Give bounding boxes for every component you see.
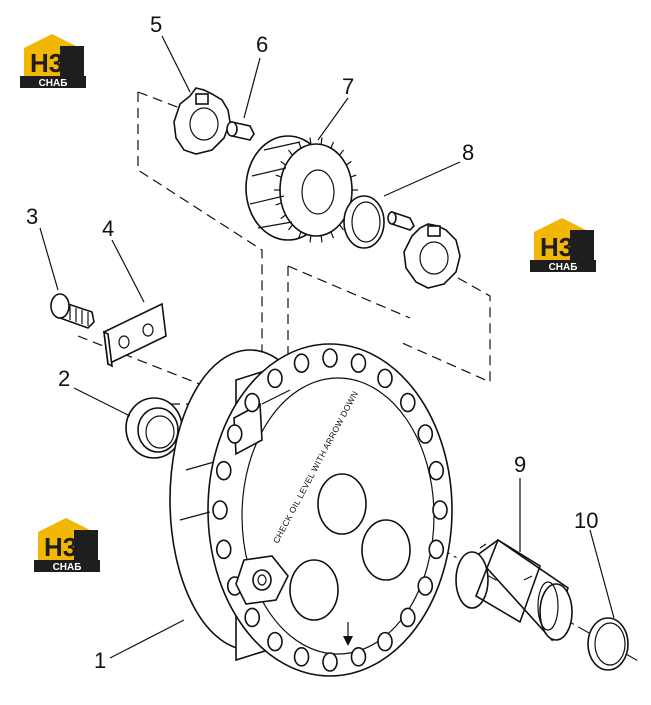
gear-tooth bbox=[288, 224, 293, 231]
gear-tooth bbox=[280, 214, 287, 220]
bolt-hole bbox=[215, 460, 232, 481]
gear-tooth bbox=[275, 202, 282, 206]
bolt-hole bbox=[350, 353, 367, 373]
gear-tooth bbox=[330, 141, 335, 149]
part-8-thrust-ring bbox=[343, 195, 385, 249]
callout-3: 3 bbox=[26, 204, 38, 229]
bolt-hole bbox=[350, 647, 367, 667]
bolt-hole bbox=[428, 460, 445, 481]
bolt-hole bbox=[267, 631, 283, 652]
gear-tooth bbox=[280, 160, 287, 166]
gear-tooth bbox=[330, 231, 335, 239]
gear-tooth bbox=[297, 141, 302, 149]
logo-watermark-right: H3 СНАБ bbox=[530, 218, 596, 273]
callout-5: 5 bbox=[150, 12, 162, 37]
part-1-hub-housing bbox=[169, 343, 453, 677]
bolt-hole bbox=[215, 539, 232, 560]
gear-tooth bbox=[297, 231, 302, 239]
bolt-hole bbox=[244, 607, 261, 628]
bolt-hole bbox=[322, 348, 338, 368]
bolt-hole bbox=[417, 424, 434, 444]
part-6-pin bbox=[226, 121, 255, 141]
logo-text: СНАБ bbox=[39, 78, 68, 89]
part-3-bolt bbox=[50, 293, 95, 329]
gear-tooth bbox=[309, 235, 312, 243]
bolt-hole bbox=[244, 392, 261, 413]
gear-tooth bbox=[320, 137, 323, 145]
logo-watermark-top-left: H3 СНАБ bbox=[20, 34, 86, 89]
callout-1: 1 bbox=[94, 648, 106, 673]
bolt-hole bbox=[377, 631, 393, 652]
bolt-hole bbox=[322, 652, 338, 672]
bolt-hole bbox=[226, 424, 243, 444]
logo-text: СНАБ bbox=[53, 562, 82, 573]
callout-4: 4 bbox=[102, 216, 114, 241]
bolt-hole bbox=[432, 500, 448, 520]
callout-6: 6 bbox=[256, 32, 268, 57]
part-2-seal bbox=[125, 397, 183, 459]
part-10-retaining-ring bbox=[587, 617, 629, 671]
logo-mark: H3 bbox=[44, 532, 77, 562]
part-9-shaft bbox=[455, 538, 573, 642]
bolt-hole bbox=[212, 500, 228, 520]
bolt-hole bbox=[428, 539, 445, 560]
gear-tooth bbox=[339, 224, 344, 231]
bolt-hole bbox=[399, 607, 416, 628]
bolt-hole bbox=[267, 368, 283, 389]
part-5-lock-washer-second bbox=[403, 223, 461, 289]
bolt-hole bbox=[377, 368, 393, 389]
callout-7: 7 bbox=[342, 74, 354, 99]
bolt-hole bbox=[417, 576, 434, 596]
gear-tooth bbox=[320, 235, 323, 243]
logo-watermark-bottom-left: H3 СНАБ bbox=[34, 518, 100, 573]
gear-tooth bbox=[339, 149, 344, 156]
gear-tooth bbox=[288, 149, 293, 156]
gear-tooth bbox=[350, 174, 357, 178]
callout-9: 9 bbox=[514, 452, 526, 477]
gear-tooth bbox=[345, 160, 352, 166]
bolt-hole bbox=[399, 392, 416, 413]
gear-tooth bbox=[309, 137, 312, 145]
leader-lines bbox=[39, 35, 615, 659]
callout-10: 10 bbox=[574, 508, 598, 533]
part-5-lock-washer bbox=[173, 87, 231, 155]
gear-tooth bbox=[275, 174, 282, 178]
callout-8: 8 bbox=[462, 140, 474, 165]
part-4-lock-plate bbox=[103, 302, 167, 368]
part-6-pin-second bbox=[387, 210, 415, 231]
logo-text: СНАБ bbox=[549, 262, 578, 273]
logo-mark: H3 bbox=[30, 48, 63, 78]
callout-2: 2 bbox=[58, 366, 70, 391]
logo-mark: H3 bbox=[540, 232, 573, 262]
bolt-hole bbox=[293, 353, 310, 373]
part-7-gear bbox=[245, 135, 358, 243]
bolt-hole bbox=[293, 647, 310, 667]
